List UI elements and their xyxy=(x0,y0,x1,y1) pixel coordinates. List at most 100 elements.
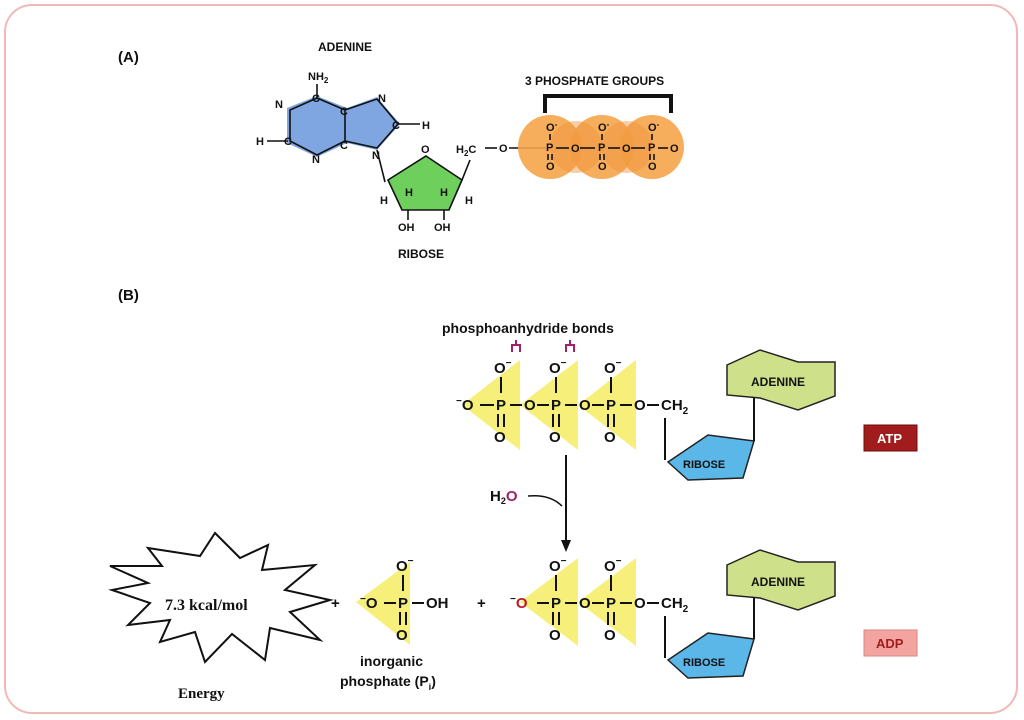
svg-text:−O: −O xyxy=(360,594,378,612)
water-label: H2O xyxy=(490,488,518,506)
phosphate-groups-label: 3 PHOSPHATE GROUPS xyxy=(525,74,664,88)
bond-marker-1 xyxy=(511,340,521,352)
phosphoanhydride-bonds-label: phosphoanhydride bonds xyxy=(442,320,614,336)
c5-bond xyxy=(461,159,471,181)
pi-phosphate xyxy=(356,562,410,645)
svg-text:P: P xyxy=(598,142,605,154)
svg-text:O: O xyxy=(634,397,646,414)
svg-text:O: O xyxy=(604,429,616,446)
adenine-label-a: ADENINE xyxy=(318,40,372,54)
atom-oh3: OH xyxy=(434,222,451,234)
atom-n3: N xyxy=(312,154,320,166)
atom-o5: O xyxy=(499,143,508,155)
phosphate-gamma-sphere xyxy=(620,115,684,179)
figure-frame xyxy=(4,4,1018,714)
adp-ribose-label: RIBOSE xyxy=(683,657,725,669)
energy-value: 7.3 kcal/mol xyxy=(165,597,248,614)
atom-h8: H xyxy=(422,120,430,132)
svg-text:O: O xyxy=(524,397,536,414)
svg-text:O−: O− xyxy=(549,358,567,377)
svg-text:O: O xyxy=(396,627,408,644)
svg-text:O: O xyxy=(546,161,555,173)
water-entry-arrow xyxy=(527,494,563,507)
atp-badge-text: ATP xyxy=(877,431,902,446)
svg-text:P: P xyxy=(496,397,506,414)
svg-text:CH2: CH2 xyxy=(661,397,689,417)
svg-text:O-: O- xyxy=(598,120,610,134)
svg-text:O: O xyxy=(634,595,646,612)
atp-ribose xyxy=(666,434,755,481)
atom-c8: C xyxy=(392,120,400,132)
svg-text:O: O xyxy=(494,429,506,446)
svg-text:P: P xyxy=(398,595,408,612)
svg-text:O-: O- xyxy=(648,120,660,134)
adp-badge-text: ADP xyxy=(876,636,904,651)
atom-h2c: H2C xyxy=(456,144,476,158)
atp-adenine xyxy=(726,349,836,411)
adp-adenine xyxy=(726,549,836,611)
atp-ribose-label: RIBOSE xyxy=(683,459,725,471)
svg-text:O−: O− xyxy=(604,358,622,377)
svg-text:−O: −O xyxy=(456,396,474,414)
phosphate-bracket xyxy=(543,94,673,113)
adp-ribose xyxy=(666,632,755,679)
svg-text:O: O xyxy=(604,627,616,644)
adp-phosphate-alpha xyxy=(578,558,636,646)
atom-n9: N xyxy=(372,150,380,162)
pi-formula: −O P O− O OH xyxy=(360,556,449,644)
atom-h1: H xyxy=(380,195,388,207)
atp-phosphate-alpha xyxy=(578,360,636,450)
svg-text:O: O xyxy=(670,143,679,155)
phosphate-alpha-sphere xyxy=(518,115,582,179)
atom-h2: H xyxy=(256,136,264,148)
phosphate-overlap-1 xyxy=(550,121,602,173)
svg-text:P: P xyxy=(546,142,553,154)
svg-text:O: O xyxy=(648,161,657,173)
atom-c6: C xyxy=(312,93,320,105)
svg-text:O−: O− xyxy=(396,556,414,575)
svg-text:P: P xyxy=(648,142,655,154)
svg-text:O−: O− xyxy=(549,556,567,575)
glycosidic-bond xyxy=(376,149,386,183)
adenine-six-ring xyxy=(287,96,347,157)
pi-label-line1: inorganic xyxy=(360,653,423,669)
svg-text:O-: O- xyxy=(546,120,558,134)
ribose-label-a: RIBOSE xyxy=(398,247,444,261)
bond-marker-2 xyxy=(565,340,575,352)
energy-starburst xyxy=(108,531,334,664)
phosphate-overlap-2 xyxy=(601,121,653,173)
adp-adenine-label: ADENINE xyxy=(751,575,805,589)
atp-adenine-label: ADENINE xyxy=(751,375,805,389)
phosphate-chain-a: O- P O O O- P O O O- P O O xyxy=(546,120,679,173)
svg-text:CH2: CH2 xyxy=(661,595,689,615)
svg-text:P: P xyxy=(606,595,616,612)
atom-h3p: H xyxy=(440,187,448,199)
energy-label: Energy xyxy=(178,686,225,702)
svg-text:O−: O− xyxy=(604,556,622,575)
atom-h2p: H xyxy=(405,187,413,199)
atp-formula: −O P O− O O P O− O O P O− O O CH2 xyxy=(456,358,689,446)
svg-text:O−: O− xyxy=(494,358,512,377)
atom-h4p: H xyxy=(465,195,473,207)
svg-text:O: O xyxy=(579,595,591,612)
plus-sign-1: + xyxy=(331,595,340,612)
svg-text:O: O xyxy=(598,161,607,173)
atom-c5: C xyxy=(340,106,348,118)
svg-text:−O: −O xyxy=(510,594,528,612)
svg-text:O: O xyxy=(549,627,561,644)
svg-text:P: P xyxy=(551,397,561,414)
pi-label-line2: phosphate (Pi) xyxy=(340,673,436,692)
ribose-ring-a xyxy=(388,156,462,210)
svg-text:O: O xyxy=(571,143,580,155)
atp-badge xyxy=(863,424,918,452)
atom-nh2: NH2 xyxy=(308,71,329,85)
part-b-label: (B) xyxy=(118,287,139,304)
svg-text:O: O xyxy=(579,397,591,414)
svg-text:OH: OH xyxy=(426,595,449,612)
atom-oh2: OH xyxy=(398,222,415,234)
atom-n7: N xyxy=(378,93,386,105)
svg-text:O: O xyxy=(622,143,631,155)
plus-sign-2: + xyxy=(477,595,486,612)
atom-n1: N xyxy=(275,99,283,111)
